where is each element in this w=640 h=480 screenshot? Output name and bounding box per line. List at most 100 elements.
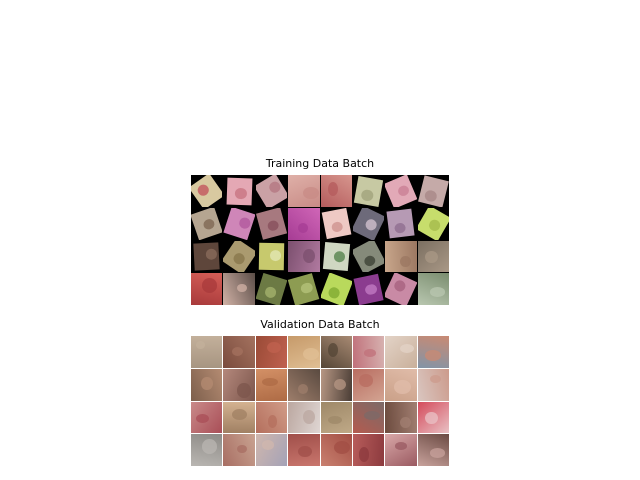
validation-image-tile — [320, 434, 352, 466]
training-rotated-image — [288, 273, 320, 305]
validation-lesion-patch — [231, 346, 244, 357]
training-rotated-image — [258, 242, 285, 270]
validation-lesion-patch — [430, 448, 446, 458]
validation-image-tile — [385, 401, 417, 434]
validation-lesion-patch — [399, 343, 415, 354]
validation-lesion-patch — [424, 411, 438, 425]
training-rotated-image — [223, 207, 255, 240]
validation-lesion-patch — [231, 408, 248, 420]
training-rotated-image — [226, 177, 253, 205]
training-rotated-image — [255, 175, 288, 207]
training-image-tile — [385, 273, 417, 305]
training-image-tile — [255, 273, 288, 305]
validation-image-tile — [255, 401, 288, 434]
validation-image-grid — [191, 336, 449, 466]
validation-lesion-patch — [333, 379, 346, 391]
training-lesion-patch — [393, 222, 407, 235]
training-lesion-patch — [205, 248, 218, 260]
training-rotated-image — [322, 241, 350, 271]
validation-lesion-patch — [303, 409, 316, 425]
training-lesion-patch — [364, 282, 378, 296]
validation-image-tile — [191, 336, 223, 368]
training-lesion-patch — [237, 284, 247, 293]
training-image-tile — [352, 240, 385, 273]
validation-image-tile — [417, 336, 449, 368]
training-image-tile — [288, 207, 320, 240]
training-lesion-patch — [237, 216, 252, 231]
training-rotated-image — [255, 273, 288, 305]
training-lesion-patch — [303, 186, 320, 200]
validation-image-tile — [255, 434, 288, 466]
training-lesion-patch — [303, 248, 316, 264]
training-lesion-patch — [195, 182, 212, 198]
training-lesion-patch — [360, 188, 374, 201]
training-image-tile — [223, 273, 255, 305]
training-image-tile — [417, 175, 449, 207]
training-image-tile — [191, 273, 223, 305]
training-rotated-image — [191, 175, 223, 207]
validation-lesion-patch — [298, 446, 312, 458]
validation-lesion-patch — [267, 414, 278, 428]
validation-lesion-patch — [399, 416, 411, 428]
validation-lesion-patch — [195, 340, 206, 349]
validation-lesion-patch — [364, 410, 381, 421]
training-image-tile — [255, 207, 288, 240]
validation-image-tile — [288, 434, 320, 466]
validation-lesion-patch — [328, 415, 343, 424]
validation-image-tile — [288, 401, 320, 434]
validation-lesion-patch — [262, 440, 274, 450]
validation-image-tile — [352, 336, 385, 368]
training-batch-title: Training Data Batch — [265, 157, 375, 170]
validation-image-tile — [320, 336, 352, 368]
training-lesion-patch — [230, 251, 247, 267]
training-image-tile — [255, 175, 288, 207]
training-image-tile — [385, 175, 417, 207]
validation-image-tile — [223, 401, 255, 434]
training-rotated-image — [385, 273, 417, 305]
training-rotated-image — [352, 207, 385, 240]
training-image-tile — [385, 207, 417, 240]
training-image-tile — [320, 273, 352, 305]
training-image-tile — [385, 240, 417, 273]
training-image-tile — [352, 175, 385, 207]
training-image-tile — [352, 207, 385, 240]
training-image-tile — [288, 175, 320, 207]
validation-image-tile — [385, 336, 417, 368]
training-rotated-image — [353, 273, 384, 305]
training-lesion-patch — [399, 255, 411, 267]
training-lesion-patch — [396, 183, 411, 198]
training-image-tile — [288, 273, 320, 305]
validation-image-tile — [352, 368, 385, 401]
validation-lesion-patch — [297, 384, 308, 394]
validation-lesion-patch — [303, 347, 320, 361]
training-lesion-patch — [201, 217, 216, 232]
training-lesion-patch — [297, 223, 308, 233]
training-image-tile — [352, 273, 385, 305]
validation-image-tile — [288, 336, 320, 368]
training-rotated-image — [353, 175, 384, 207]
training-rotated-image — [193, 242, 220, 271]
validation-image-tile — [417, 434, 449, 466]
training-rotated-image — [352, 240, 385, 273]
training-image-tile — [288, 240, 320, 273]
training-image-tile — [191, 240, 223, 273]
training-lesion-patch — [266, 179, 283, 195]
validation-image-tile — [191, 434, 223, 466]
validation-image-tile — [223, 336, 255, 368]
validation-image-tile — [255, 368, 288, 401]
training-lesion-patch — [265, 219, 280, 233]
training-image-tile — [255, 240, 288, 273]
validation-image-tile — [223, 434, 255, 466]
training-image-tile — [223, 175, 255, 207]
training-lesion-patch — [328, 181, 339, 196]
training-image-tile — [417, 273, 449, 305]
validation-image-tile — [352, 401, 385, 434]
validation-lesion-patch — [201, 439, 217, 454]
validation-lesion-patch — [201, 377, 213, 390]
validation-image-tile — [223, 368, 255, 401]
training-lesion-patch — [329, 221, 344, 234]
validation-lesion-patch — [424, 349, 442, 361]
validation-image-tile — [288, 368, 320, 401]
training-image-grid — [191, 175, 449, 305]
training-lesion-patch — [201, 278, 217, 293]
